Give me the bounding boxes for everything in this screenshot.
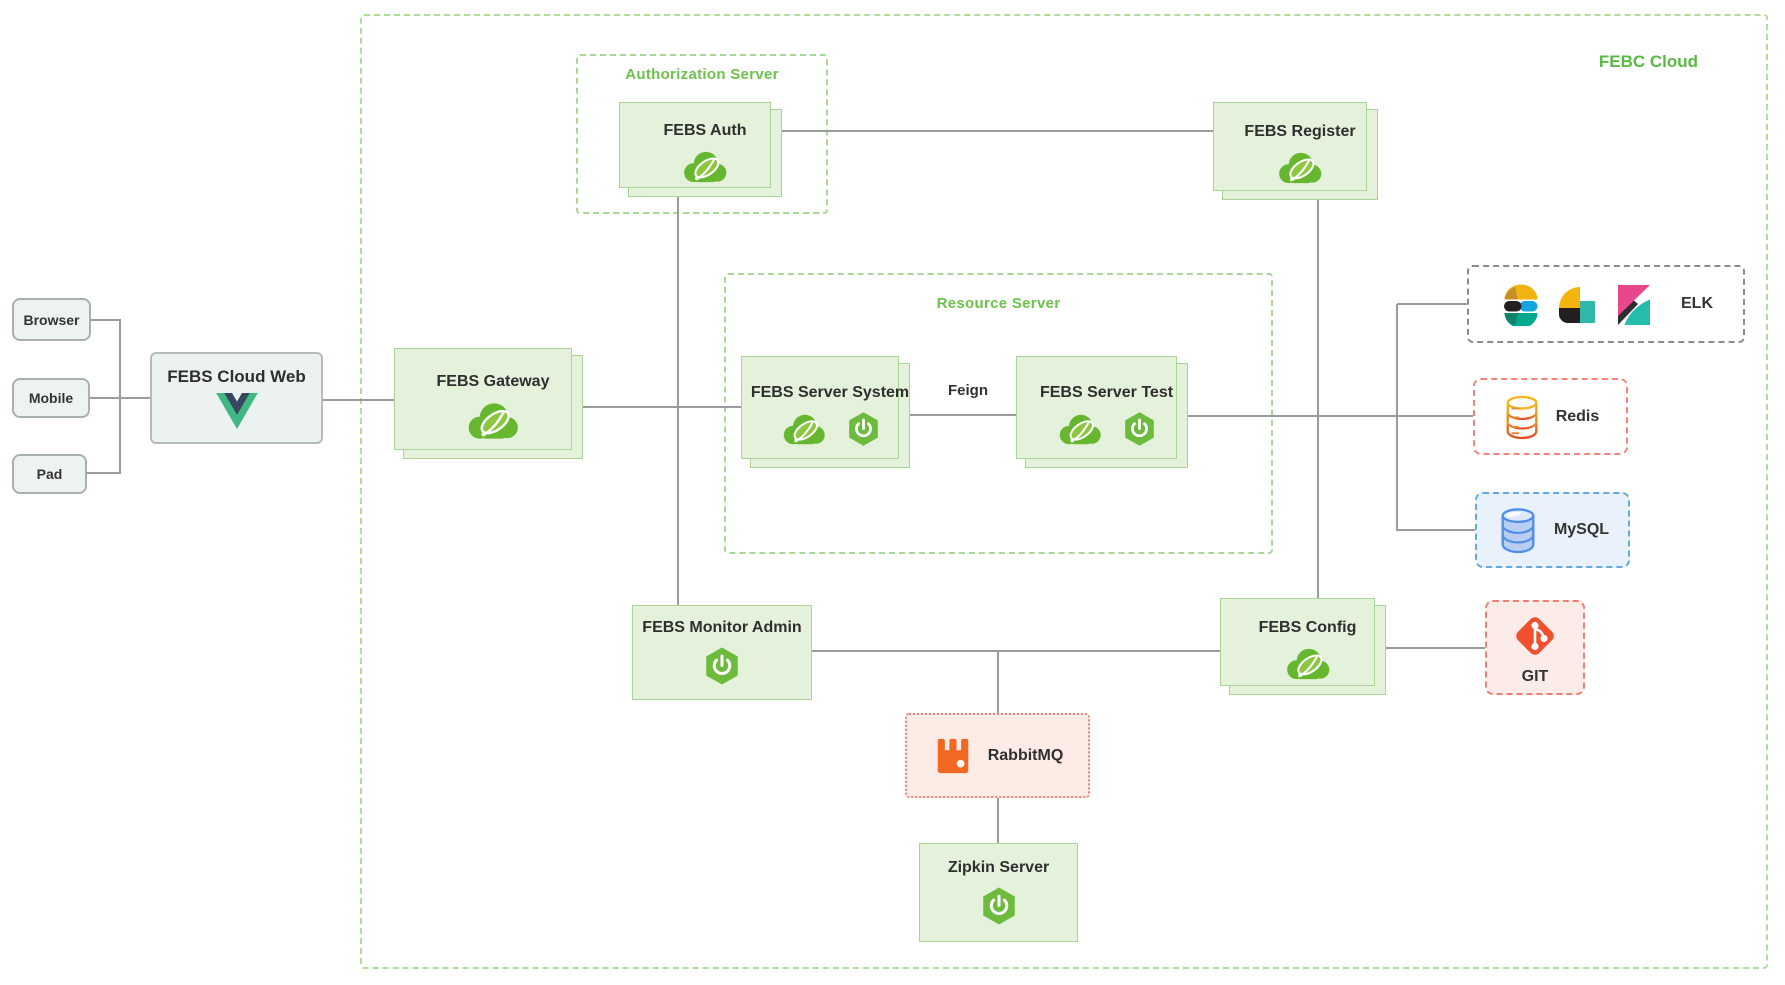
authorization-server-title: Authorization Server [625, 66, 779, 83]
authorization-server-group: Authorization Server [576, 54, 828, 214]
spring-cloud-icon [465, 400, 521, 442]
redis-database-icon [1502, 393, 1542, 441]
febs-register-label: FEBS Register [1244, 123, 1356, 140]
redis-label: Redis [1555, 407, 1600, 425]
git-icon [1509, 610, 1561, 662]
node-febs-cloud-web: FEBS Cloud Web [150, 352, 323, 444]
elasticsearch-icon [1499, 282, 1543, 326]
febs-monitor-admin-label: FEBS Monitor Admin [642, 619, 802, 636]
node-zipkin-server: Zipkin Server [919, 843, 1078, 942]
node-redis: Redis [1473, 378, 1628, 455]
logstash-icon [1555, 282, 1599, 326]
node-febs-register: FEBS Register [1213, 102, 1378, 200]
connector-web-gateway [323, 399, 403, 401]
node-febs-auth: FEBS Auth [619, 102, 782, 197]
febs-server-test-label: FEBS Server Test [1039, 384, 1174, 401]
elk-label: ELK [1681, 295, 1713, 312]
node-febs-server-system: FEBS Server System [741, 356, 910, 468]
spring-boot-icon [981, 886, 1017, 926]
connector-monitor-config [812, 650, 1220, 652]
connector-system-test-feign [910, 414, 1025, 416]
connector-auth-register [782, 130, 1213, 132]
mobile-label: Mobile [28, 390, 74, 406]
browser-label: Browser [23, 311, 80, 328]
connector-pad [87, 472, 121, 474]
rabbitmq-label: RabbitMQ [987, 746, 1064, 764]
node-mobile: Mobile [12, 378, 90, 418]
febs-server-system-label: FEBS Server System [750, 384, 910, 401]
node-browser: Browser [12, 298, 91, 341]
spring-cloud-icon [781, 412, 827, 447]
febs-gateway-label: FEBS Gateway [436, 372, 550, 390]
node-git: GIT [1485, 600, 1585, 695]
node-elk: ELK [1467, 265, 1745, 343]
node-febs-gateway: FEBS Gateway [394, 348, 583, 459]
febs-cloud-web-label: FEBS Cloud Web [167, 367, 306, 386]
resource-server-group: Resource Server [724, 273, 1273, 554]
node-pad: Pad [12, 454, 87, 494]
node-febs-server-test: FEBS Server Test [1016, 356, 1188, 468]
node-febs-monitor-admin: FEBS Monitor Admin [632, 605, 812, 700]
node-rabbitmq: RabbitMQ [905, 713, 1090, 798]
spring-boot-icon [847, 411, 880, 447]
spring-boot-icon [704, 646, 740, 686]
febs-config-label: FEBS Config [1258, 618, 1357, 636]
spring-boot-icon [1123, 411, 1156, 447]
zipkin-server-label: Zipkin Server [947, 859, 1050, 876]
mysql-label: MySQL [1553, 521, 1610, 538]
connector-test-redis [1188, 415, 1473, 417]
rabbitmq-icon [932, 735, 974, 777]
febc-cloud-group: FEBC Cloud [360, 14, 1768, 969]
connector-browser [91, 319, 121, 321]
kibana-icon [1611, 282, 1655, 326]
connector-gateway-system [583, 406, 750, 408]
connector-mobile-web [90, 397, 150, 399]
spring-cloud-icon [1284, 646, 1332, 682]
vue-icon [216, 393, 258, 429]
icon-row [1057, 411, 1156, 447]
spring-cloud-icon [1276, 150, 1324, 186]
feign-edge-label: Feign [948, 382, 988, 399]
icon-row [781, 411, 880, 447]
connector-register-config [1317, 200, 1319, 598]
pad-label: Pad [36, 466, 63, 482]
connector-mysql [1397, 529, 1475, 531]
connector-rabbitmq-zipkin [997, 798, 999, 843]
febs-auth-label: FEBS Auth [663, 121, 747, 139]
node-mysql: MySQL [1475, 492, 1630, 568]
git-label: GIT [1521, 667, 1549, 685]
resource-server-title: Resource Server [936, 295, 1061, 312]
spring-cloud-icon [1057, 412, 1103, 447]
connector-elk [1397, 303, 1467, 305]
febc-cloud-label: FEBC Cloud [1598, 52, 1698, 71]
spring-cloud-icon [681, 149, 729, 185]
connector-right-bus [1396, 304, 1398, 531]
connector-auth-monitor [677, 197, 679, 605]
node-febs-config: FEBS Config [1220, 598, 1386, 695]
mysql-database-icon [1496, 505, 1540, 555]
connector-rabbitmq-drop [997, 651, 999, 713]
connector-config-git [1386, 647, 1485, 649]
